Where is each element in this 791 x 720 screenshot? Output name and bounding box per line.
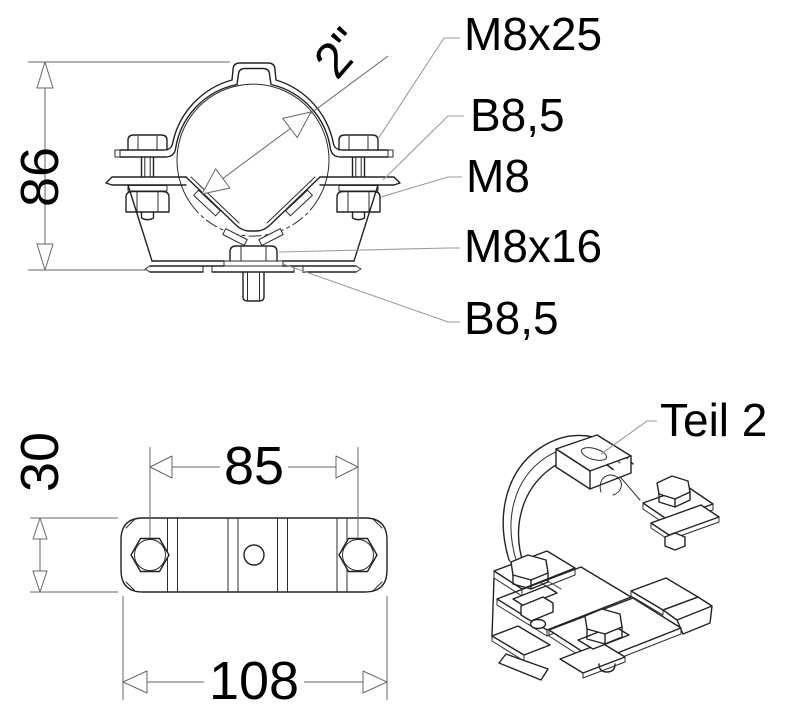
teil2-label: Teil 2 (660, 394, 767, 446)
dim-depth-label: 30 (10, 432, 70, 492)
base-plate-front (144, 245, 362, 302)
leader-m8 (380, 176, 462, 198)
leader-m8x16 (278, 247, 460, 253)
leader-b85-top (382, 115, 464, 181)
plan-view: 30 85 108 (10, 432, 388, 711)
iso-right-foot (630, 577, 713, 635)
iso-part-label: Teil 2 (600, 394, 767, 455)
leader-m8x25 (377, 37, 460, 140)
dim-hole-spacing-label: 85 (224, 436, 284, 496)
bracket-slots (193, 189, 313, 246)
front-view: 86 2" M8x25 B8,5 M8 M8x16 B8,5 (10, 8, 602, 344)
dim-overall-width-label: 108 (209, 651, 299, 711)
hex-bolt-right (336, 134, 381, 221)
dim-pipe-diameter: 2" (201, 17, 389, 195)
clamp-strap (114, 62, 394, 158)
iso-bolt-right (642, 475, 720, 551)
dim-hole-spacing-85: 85 (149, 436, 359, 538)
dim-depth-30: 30 (10, 432, 118, 593)
pipe-size-label: 2" (303, 17, 375, 88)
leader-teil2 (600, 420, 657, 455)
plan-center-hole (243, 544, 265, 566)
lower-bracket (105, 176, 401, 262)
leader-b85-bottom (282, 263, 460, 323)
dim-height-86: 86 (10, 61, 230, 271)
dim-overall-width-108: 108 (122, 596, 388, 711)
dim-height-label: 86 (10, 147, 70, 207)
callout-b85-top: B8,5 (470, 89, 565, 141)
iso-view: Teil 2 (491, 394, 767, 681)
callout-m8: M8 (466, 150, 530, 202)
pipe-circle (176, 83, 330, 237)
plan-bolt-left (130, 537, 170, 573)
iso-left-leg (491, 577, 626, 681)
plan-bolt-right (338, 537, 378, 573)
plan-plate (120, 517, 388, 593)
hex-bolt-left (125, 134, 170, 221)
iso-top-bracket (555, 434, 632, 496)
iso-bolt-center (577, 608, 630, 673)
callout-b85-bottom: B8,5 (464, 292, 559, 344)
iso-bolt-left (493, 550, 576, 630)
callout-m8x16: M8x16 (464, 220, 602, 272)
callouts: M8x25 B8,5 M8 M8x16 B8,5 (278, 8, 602, 344)
callout-m8x25: M8x25 (464, 8, 602, 60)
